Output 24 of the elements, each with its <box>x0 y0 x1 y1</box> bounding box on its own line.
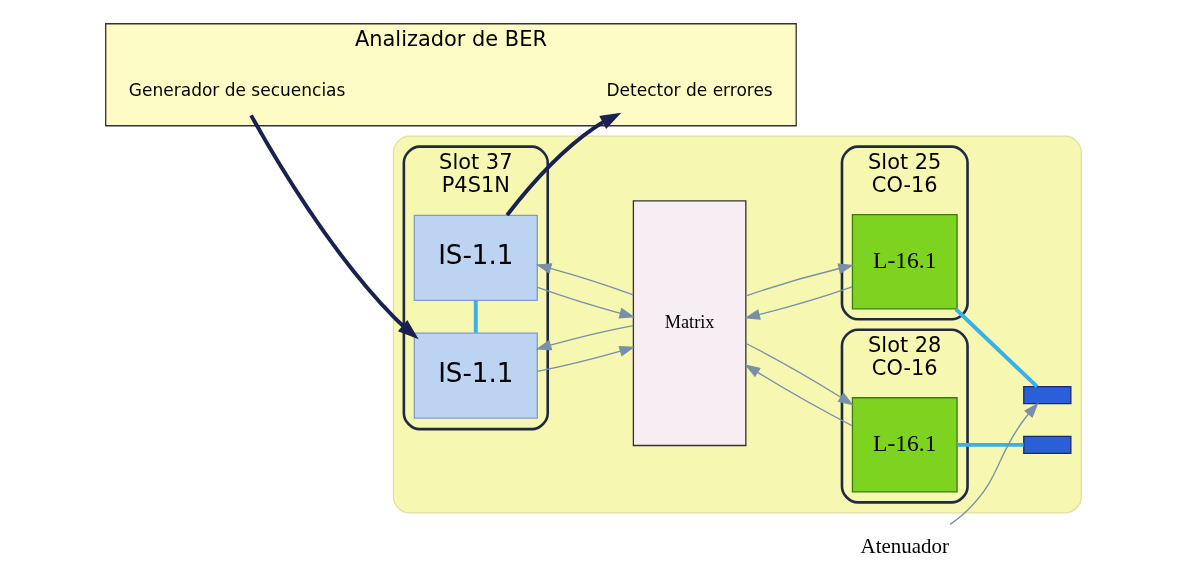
arrow <box>745 342 854 406</box>
node-text: Detector de errores <box>606 80 773 101</box>
cluster <box>392 135 1082 514</box>
arrow <box>535 324 634 351</box>
node-box: IS-1.1 <box>413 214 538 301</box>
arrow <box>536 345 635 372</box>
node-box <box>1022 386 1071 405</box>
node-text: Generador de secuencias <box>128 80 345 101</box>
arrow <box>535 263 634 296</box>
arrow <box>743 286 853 320</box>
arrow <box>949 402 1039 526</box>
node-box: IS-1.1 <box>413 332 538 419</box>
connector <box>956 442 1024 447</box>
node-box <box>1022 435 1071 454</box>
arrow <box>536 286 635 319</box>
arrow <box>744 364 853 427</box>
node-box: L-16.1 <box>851 397 958 493</box>
arrow <box>505 112 621 217</box>
node-box: Matrix <box>632 200 746 447</box>
arrow <box>745 263 854 297</box>
connector <box>953 307 1038 389</box>
node-box: L-16.1 <box>851 214 958 310</box>
connector <box>473 300 478 333</box>
node-text: Atenuador <box>860 534 949 559</box>
